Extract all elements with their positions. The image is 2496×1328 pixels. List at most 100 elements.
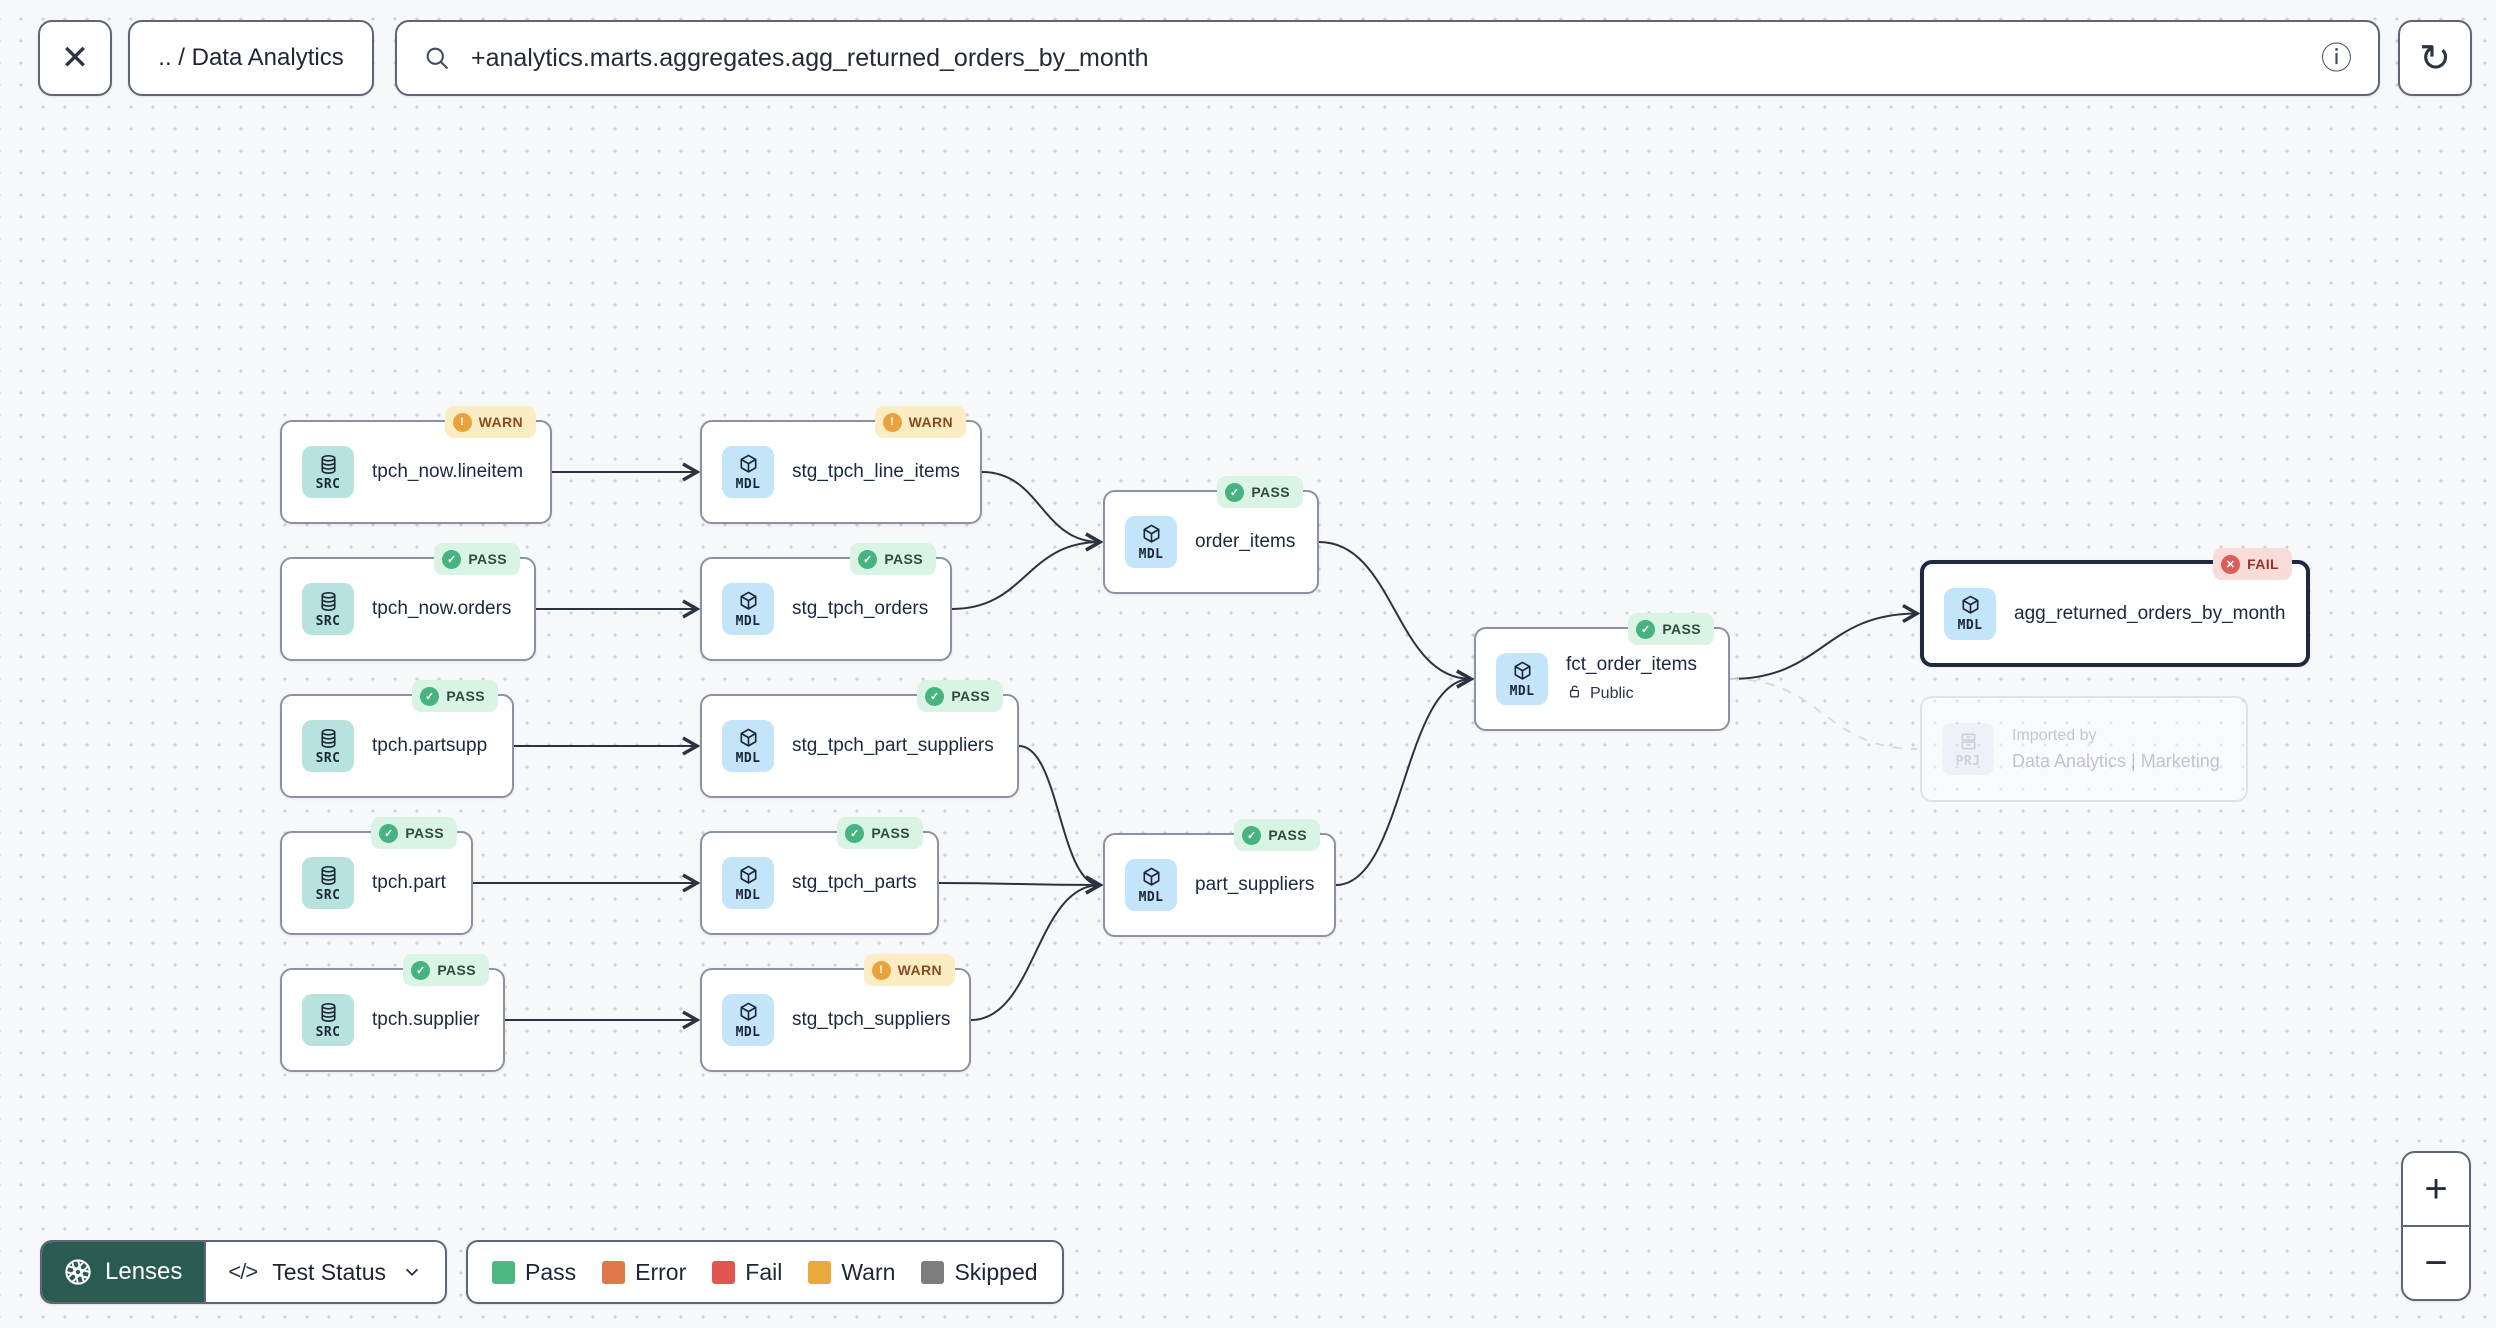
zoom-out-button[interactable]: − (2403, 1225, 2469, 1299)
node-title: tpch.supplier (372, 1009, 480, 1030)
node-title: stg_tpch_parts (792, 872, 917, 893)
legend-item-warn: Warn (808, 1259, 895, 1286)
node-type-chip: MDL (722, 720, 774, 772)
cube-icon (1959, 594, 1982, 617)
node-title: stg_tpch_part_suppliers (792, 735, 994, 756)
close-button[interactable]: ✕ (38, 20, 112, 96)
cube-icon (1140, 866, 1163, 889)
node-title: order_items (1195, 531, 1296, 552)
lock-open-icon (1566, 683, 1583, 705)
edge-stg_tpch_line_items-to-order_items (981, 471, 1104, 552)
project-icon (1957, 730, 1980, 753)
test-status-badge: ✓PASS (917, 680, 1003, 712)
cube-icon (737, 1001, 760, 1024)
node-title: stg_tpch_line_items (792, 461, 960, 482)
graph-node-tpch_supplier[interactable]: ✓PASS SRC tpch.supplier (280, 954, 505, 1072)
edge-part_suppliers-to-fct_order_items (1335, 669, 1475, 886)
node-type-chip: SRC (302, 446, 354, 498)
node-kind-label: MDL (735, 476, 761, 492)
node-kind-label: MDL (735, 887, 761, 903)
lens-selector[interactable]: </> Test Status (204, 1242, 445, 1302)
refresh-button[interactable]: ↻ (2398, 20, 2472, 96)
legend-swatch (602, 1260, 626, 1284)
status-dot-icon: ✓ (411, 960, 431, 980)
lenses-control[interactable]: Lenses </> Test Status (40, 1240, 447, 1304)
status-dot-icon: ✓ (1242, 825, 1262, 845)
status-dot-icon: ✓ (442, 549, 462, 569)
node-title: tpch.partsupp (372, 735, 488, 756)
node-kind-label: MDL (735, 1024, 761, 1040)
node-kind-label: SRC (315, 476, 341, 492)
node-kind-label: SRC (315, 1024, 341, 1040)
ghost-node-label: Imported by (2012, 726, 2097, 744)
legend-item-error: Error (602, 1259, 686, 1286)
node-type-chip: MDL (1125, 516, 1177, 568)
edge-fct_order_items-to-imported_by_project (1729, 678, 1918, 750)
edge-fct_order_items-to-agg_returned_orders_by_month (1729, 604, 1921, 680)
test-status-badge: ✓PASS (1628, 613, 1714, 645)
edge-stg_tpch_suppliers-to-part_suppliers (970, 875, 1104, 1021)
node-title: tpch_now.orders (372, 598, 512, 619)
node-kind-label: SRC (315, 613, 341, 629)
legend-swatch (808, 1260, 832, 1284)
edge-order_items-to-fct_order_items (1318, 541, 1475, 689)
search-bar[interactable]: ⓘ (395, 20, 2380, 96)
node-type-chip: MDL (722, 446, 774, 498)
node-kind-label: MDL (1509, 683, 1535, 699)
code-icon: </> (228, 1259, 258, 1284)
graph-node-stg_tpch_part_suppliers[interactable]: ✓PASS MDL stg_tpch_part_suppliers (700, 680, 1019, 798)
test-status-badge: ✓PASS (412, 680, 498, 712)
test-status-badge: ✓PASS (1234, 819, 1320, 851)
database-icon (317, 864, 340, 887)
node-kind-label: PRJ (1955, 753, 1981, 769)
node-type-chip: PRJ (1942, 723, 1994, 775)
node-kind-label: MDL (735, 750, 761, 766)
status-dot-icon: ✓ (379, 823, 399, 843)
node-kind-label: MDL (735, 613, 761, 629)
status-dot-icon: ✓ (858, 549, 878, 569)
test-status-badge: ✓PASS (850, 543, 936, 575)
active-lens-label: Test Status (272, 1258, 386, 1285)
node-type-chip: SRC (302, 994, 354, 1046)
edge-stg_tpch_part_suppliers-to-part_suppliers (1018, 745, 1104, 895)
test-status-badge: ✓PASS (1217, 476, 1303, 508)
node-title: stg_tpch_suppliers (792, 1009, 951, 1030)
status-dot-icon: ! (882, 412, 902, 432)
node-type-chip: MDL (722, 583, 774, 635)
search-input[interactable] (469, 42, 2303, 74)
graph-node-order_items[interactable]: ✓PASS MDL order_items (1103, 476, 1319, 594)
legend-label: Pass (525, 1258, 577, 1285)
breadcrumb[interactable]: .. / Data Analytics (128, 20, 374, 96)
node-type-chip: MDL (1125, 859, 1177, 911)
lenses-button[interactable]: Lenses (42, 1242, 205, 1302)
graph-node-tpch_now_lineitem[interactable]: !WARN SRC tpch_now.lineitem (280, 406, 552, 524)
node-type-chip: MDL (1496, 653, 1548, 705)
test-status-badge: !WARN (444, 406, 536, 438)
info-icon[interactable]: ⓘ (2321, 40, 2352, 76)
node-kind-label: MDL (1138, 889, 1164, 905)
node-title: fct_order_items (1566, 653, 1697, 675)
legend-label: Fail (745, 1258, 783, 1285)
legend-swatch (712, 1260, 736, 1284)
zoom-in-button[interactable]: + (2424, 1166, 2448, 1211)
status-dot-icon: ✓ (420, 686, 440, 706)
test-status-badge: ✓PASS (403, 954, 489, 986)
node-type-chip: MDL (1944, 587, 1996, 640)
status-dot-icon: ✓ (1636, 619, 1656, 639)
node-kind-label: MDL (1957, 618, 1983, 633)
node-title: tpch_now.lineitem (372, 461, 524, 482)
status-dot-icon: ! (452, 412, 472, 432)
zoom-controls[interactable]: + − (2401, 1151, 2471, 1301)
